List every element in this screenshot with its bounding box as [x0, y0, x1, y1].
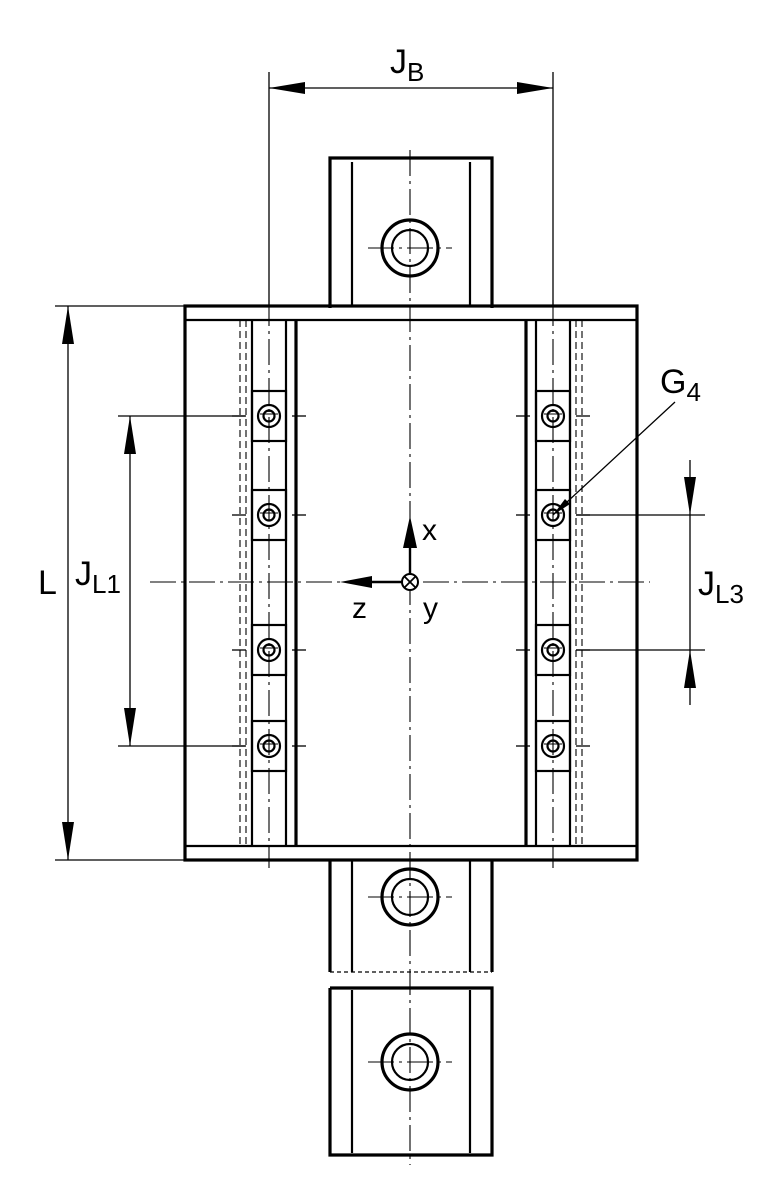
center-lines — [150, 150, 650, 1165]
jl1-label: J — [75, 555, 92, 593]
dimension-l: L — [38, 305, 185, 861]
jb-label: J — [390, 43, 407, 81]
svg-text:JL1: JL1 — [75, 555, 121, 599]
dimension-jl3: JL3 — [576, 460, 744, 705]
jl3-subscript: L3 — [715, 579, 744, 609]
g4-label: G — [660, 363, 686, 401]
x-axis-arrow — [403, 516, 417, 548]
rail-top-segment — [328, 156, 494, 308]
y-axis-label: y — [423, 592, 438, 625]
z-axis-label: z — [352, 592, 367, 625]
x-axis-label: x — [422, 514, 437, 547]
coordinate-system: x z y — [340, 514, 438, 625]
svg-text:JL3: JL3 — [698, 565, 744, 609]
jb-subscript: B — [407, 57, 424, 87]
jl1-subscript: L1 — [92, 569, 121, 599]
jl3-label: J — [698, 565, 715, 603]
rail-bottom-segment — [328, 986, 494, 1157]
dimension-jb: JB — [268, 43, 554, 306]
z-axis-arrow — [340, 576, 372, 588]
g4-subscript: 4 — [686, 377, 700, 407]
svg-text:G4: G4 — [660, 363, 701, 407]
l-label: L — [38, 564, 57, 602]
leader-g4: G4 — [552, 363, 701, 516]
dimension-jl1: JL1 — [75, 415, 245, 747]
rail-middle-segment — [328, 860, 494, 973]
svg-text:JB: JB — [390, 43, 424, 87]
